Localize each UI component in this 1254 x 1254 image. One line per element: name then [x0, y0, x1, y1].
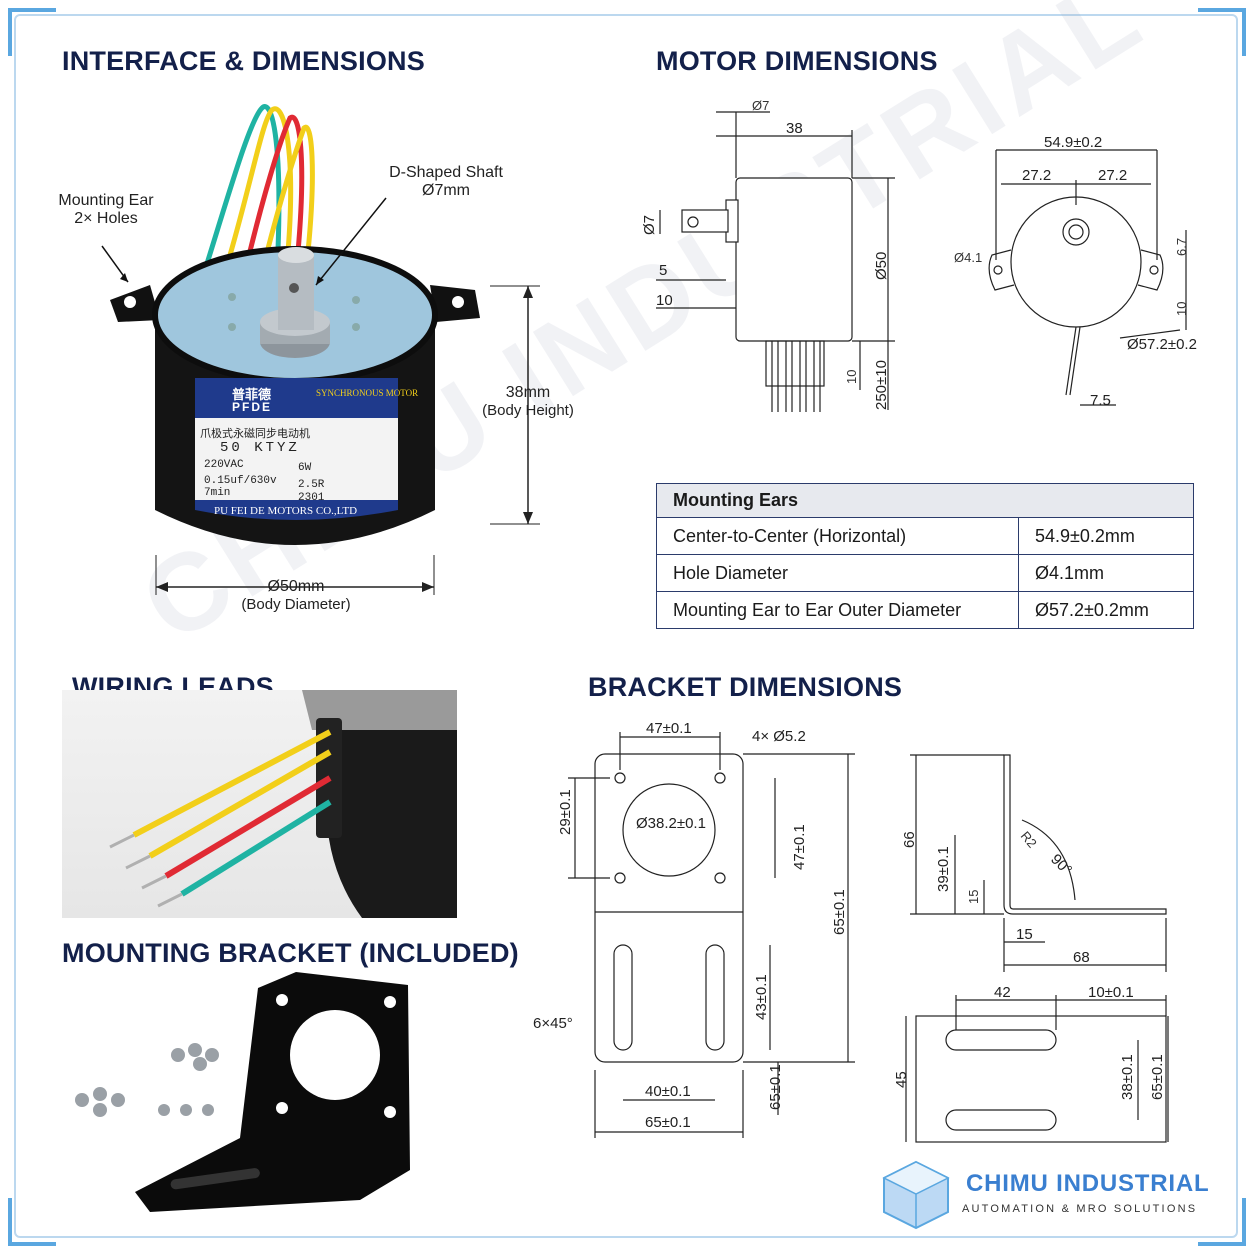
motor-cn-desc: 爪极式永磁同步电动机 — [200, 428, 310, 440]
shaft-callout: D-Shaped Shaft Ø7mm — [389, 164, 503, 199]
motor-type: SYNCHRONOUS MOTOR — [316, 388, 419, 398]
row-value: Ø4.1mm — [1018, 554, 1194, 592]
logo-name: CHIMU INDUSTRIAL — [966, 1170, 1210, 1197]
table-row: Hole Diameter Ø4.1mm — [656, 554, 1194, 592]
motor-brand: 普菲德 — [232, 387, 272, 402]
row-label: Mounting Ear to Ear Outer Diameter — [656, 591, 1019, 629]
wiring-leads-photo — [62, 690, 457, 918]
motor-power: 6W — [298, 462, 312, 474]
mounting-ear-callout: Mounting Ear 2× Holes — [58, 192, 154, 227]
corner-decoration — [1198, 8, 1246, 56]
heading-motor-dimensions: MOTOR DIMENSIONS — [656, 46, 938, 76]
table-row: Mounting Ear to Ear Outer Diameter Ø57.2… — [656, 591, 1194, 629]
table-header: Mounting Ears — [656, 483, 1194, 518]
wiring-illustration — [109, 690, 457, 918]
motor-maker: PU FEI DE MOTORS CO.,LTD — [214, 505, 358, 517]
motor-voltage: 220VAC — [204, 459, 244, 471]
motor-model: 50 KTYZ — [220, 440, 300, 456]
corner-decoration — [8, 1198, 56, 1246]
mounting-ears-table: Mounting Ears Center-to-Center (Horizont… — [656, 483, 1194, 629]
row-label: Hole Diameter — [656, 554, 1019, 592]
row-label: Center-to-Center (Horizontal) — [656, 517, 1019, 555]
heading-bracket-dimensions: BRACKET DIMENSIONS — [588, 672, 903, 702]
table-row: Center-to-Center (Horizontal) 54.9±0.2mm — [656, 517, 1194, 555]
row-value: 54.9±0.2mm — [1018, 517, 1194, 555]
motor-rpm: 2.5R — [298, 479, 325, 491]
corner-decoration — [8, 8, 56, 56]
corner-decoration — [1198, 1198, 1246, 1246]
motor-brand-en: PFDE — [232, 400, 273, 414]
body-diameter-callout: Ø50mm (Body Diameter) — [241, 578, 351, 613]
row-value: Ø57.2±0.2mm — [1018, 591, 1194, 629]
motor-serial: 2301 — [298, 492, 325, 504]
heading-interface: INTERFACE & DIMENSIONS — [62, 46, 425, 76]
heading-mounting-bracket: MOUNTING BRACKET (INCLUDED) — [62, 938, 519, 968]
logo-tagline: AUTOMATION & MRO SOLUTIONS — [962, 1203, 1198, 1215]
motor-time: 7min — [204, 487, 231, 499]
body-height-callout: 38mm (Body Height) — [482, 384, 574, 419]
motor-capacitor: 0.15uf/630v — [204, 475, 277, 487]
